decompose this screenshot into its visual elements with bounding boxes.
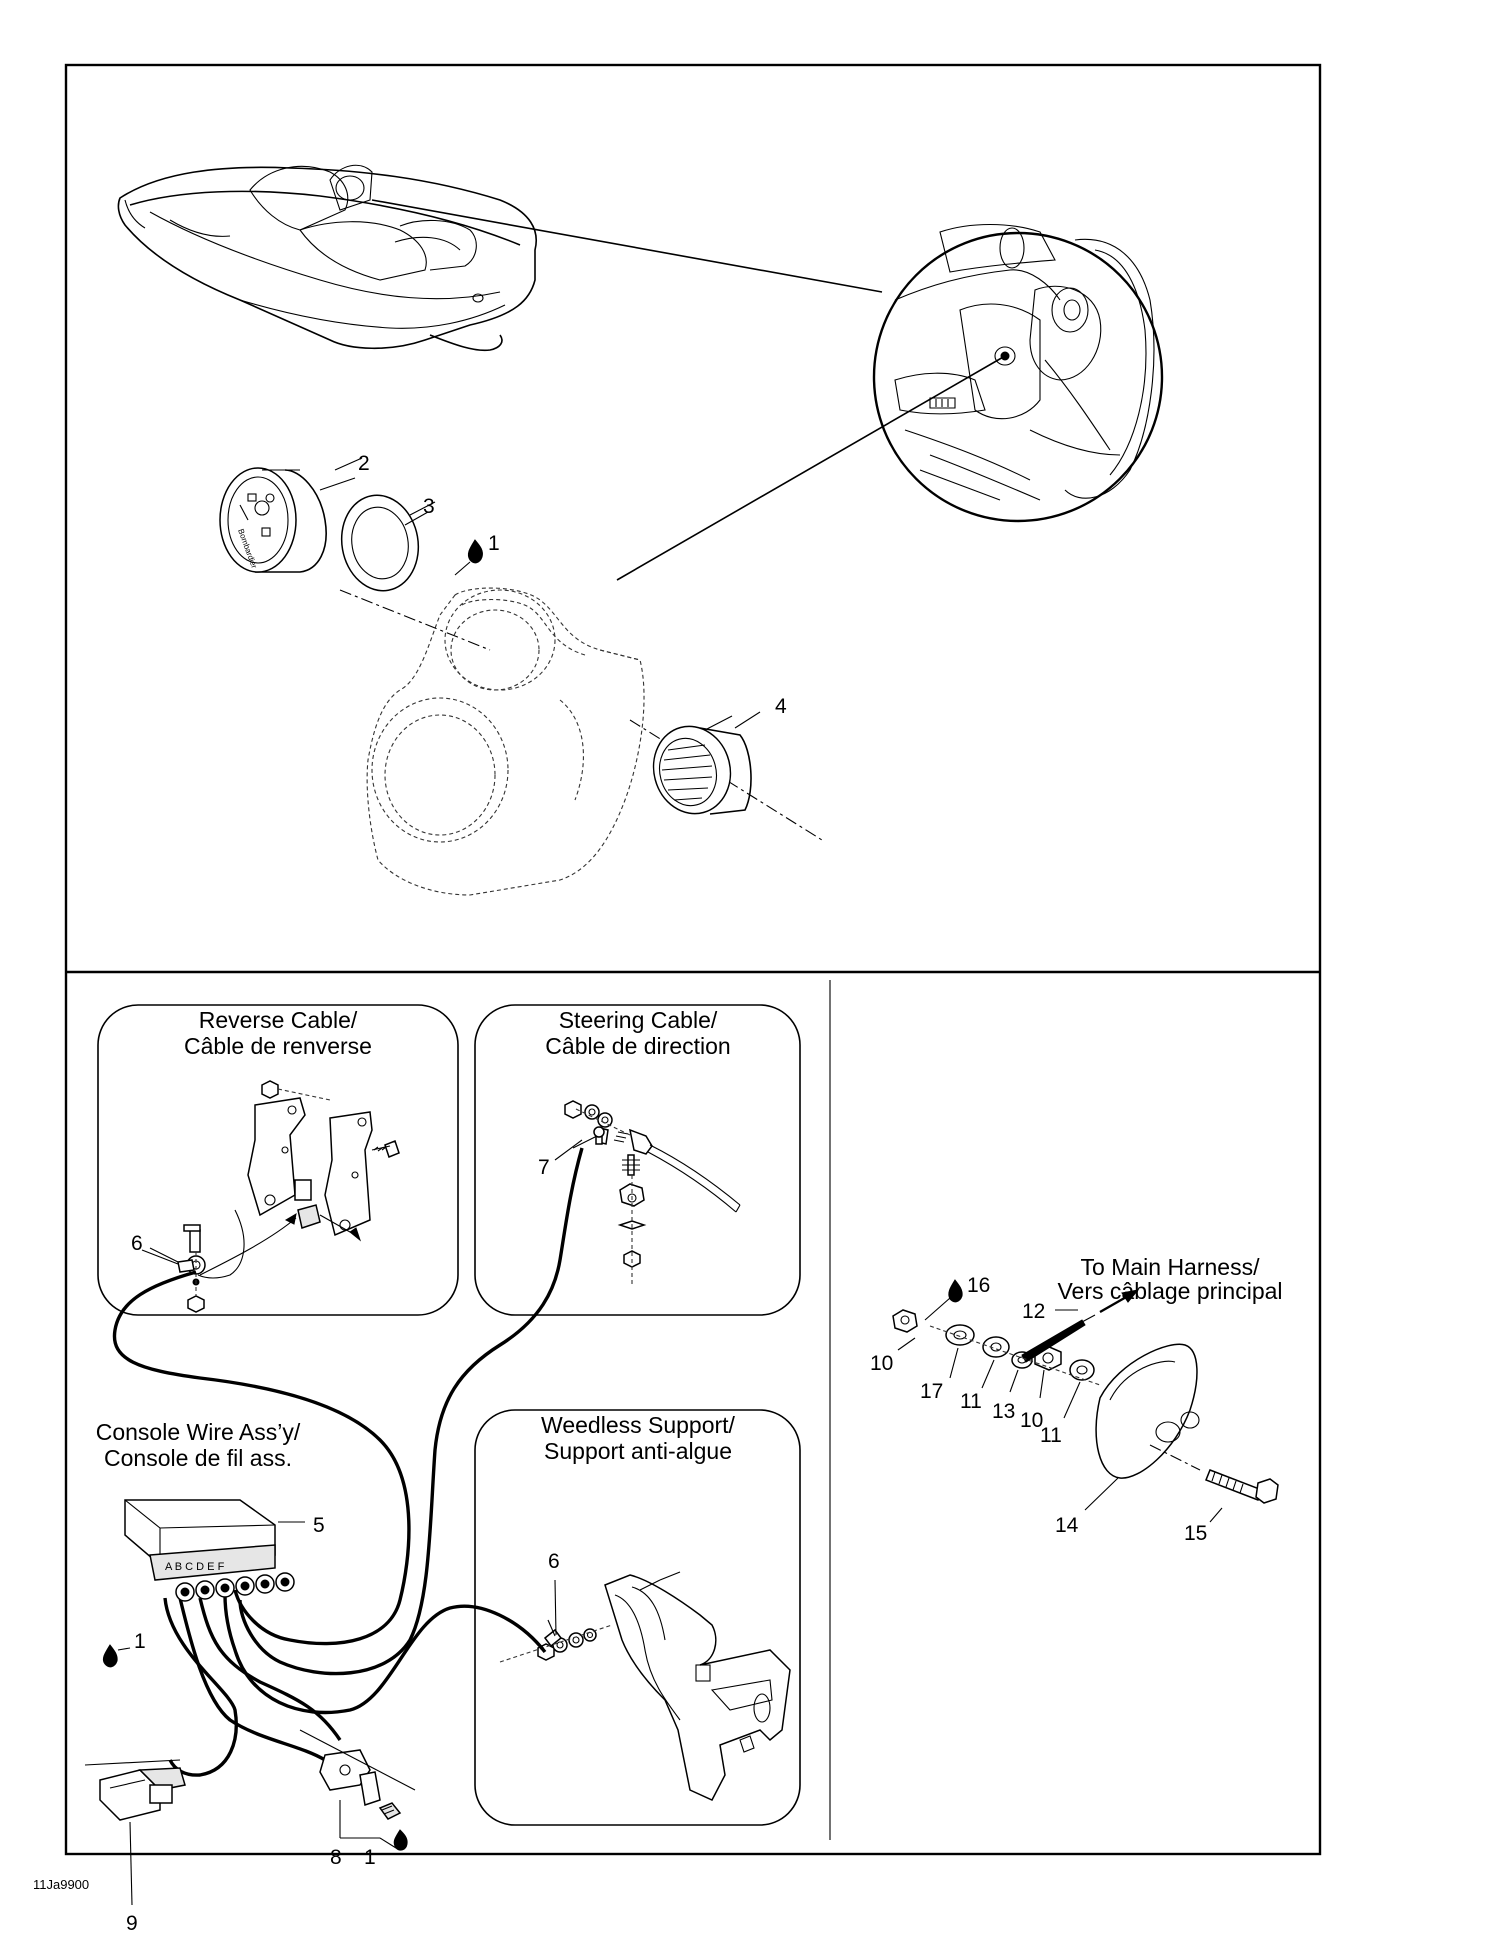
callout-washer-11b: 11: [1040, 1424, 1062, 1447]
callout-plate-14: 14: [1055, 1514, 1079, 1537]
gauge-assembly: Bombardier: [219, 457, 823, 896]
weedless-support-title: Weedless Support/: [541, 1412, 736, 1438]
callout-connector-9: 9: [126, 1912, 138, 1935]
captions: Reverse Cable/ Câble de renverse Steerin…: [33, 1007, 1283, 1892]
figure-code: 11Ja9900: [33, 1877, 89, 1892]
callout-bolt-15: 15: [1184, 1522, 1207, 1545]
callout-washer-17: 17: [920, 1380, 943, 1403]
main-harness-subtitle: Vers câblage principal: [1057, 1278, 1282, 1304]
callout-ring-terminal-reverse: 6: [131, 1232, 143, 1255]
callout-nut: 4: [775, 695, 787, 718]
callout-washer-11a: 11: [960, 1390, 982, 1413]
reverse-cable-title: Reverse Cable/: [199, 1007, 358, 1033]
multi-connector: A B C D E F: [124, 1499, 305, 1602]
callout-gauge: 2: [358, 452, 370, 475]
callout-ring-terminal-steering: 7: [538, 1156, 550, 1179]
callout-numbers: 2 3 1 4 5 6 7 6 1 9 8 1 16 12 10 17 11 1…: [126, 452, 1207, 1935]
reverse-cable-inset: [97, 1004, 459, 1316]
steering-cable-title: Steering Cable/: [559, 1007, 718, 1033]
boat-illustration: [117, 164, 883, 352]
weedless-support-subtitle: Support anti-algue: [544, 1438, 732, 1464]
weedless-support-inset: [474, 1409, 801, 1826]
connector-9: [84, 1759, 186, 1906]
callout-nut-10a: 10: [870, 1352, 893, 1375]
steering-cable-subtitle: Câble de direction: [545, 1033, 730, 1059]
connector-letters: A B C D E F: [165, 1561, 225, 1573]
main-harness-title: To Main Harness/: [1081, 1254, 1261, 1280]
dashboard-closeup: [616, 224, 1164, 581]
callout-washer-13: 13: [992, 1400, 1015, 1423]
diagram-frame: [64, 63, 1322, 1856]
console-wires: [112, 1147, 584, 1777]
callout-nut-10b: 10: [1020, 1409, 1043, 1432]
plate-assembly: [892, 1279, 1279, 1523]
callout-ring-terminal-weedless: 6: [548, 1550, 560, 1573]
console-wire-subtitle: Console de fil ass.: [104, 1445, 292, 1471]
callout-ring: 3: [423, 495, 435, 518]
callout-sealant-left: 1: [134, 1630, 146, 1653]
callout-sealant-16: 16: [967, 1274, 990, 1297]
leader-lines: [141, 477, 1119, 1636]
callout-sealant-top: 1: [488, 532, 500, 555]
callout-connector-8: 8: [330, 1846, 342, 1869]
connector-8: [102, 1644, 416, 1851]
callout-wire-12: 12: [1022, 1300, 1045, 1323]
callout-connector-5: 5: [313, 1514, 325, 1537]
console-wire-title: Console Wire Ass’y/: [96, 1419, 301, 1445]
steering-cable-inset: [474, 1004, 801, 1316]
reverse-cable-subtitle: Câble de renverse: [184, 1033, 372, 1059]
callout-sealant-bottom: 1: [364, 1846, 376, 1869]
